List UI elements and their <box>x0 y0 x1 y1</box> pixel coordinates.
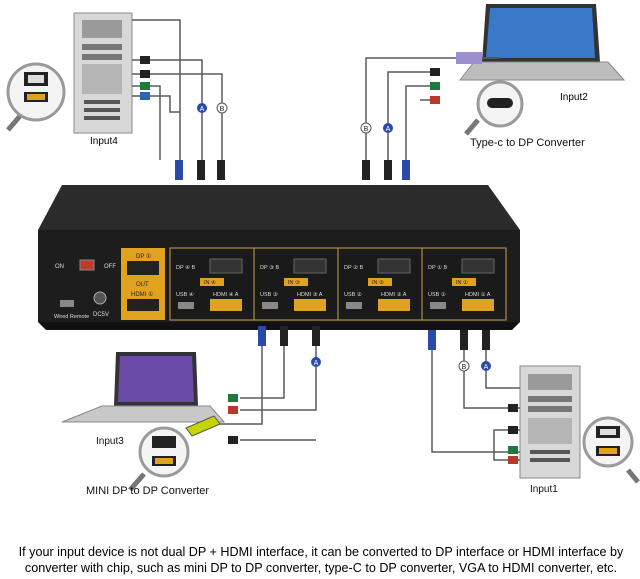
in3-label: IN ③ <box>288 279 300 286</box>
pc-tower-input4 <box>73 12 133 134</box>
out-label: OUT <box>136 282 149 288</box>
usb1-label: USB ① <box>428 291 446 298</box>
input-port-group-4: DP ④ B IN ④ USB ④ HDMI ④ A <box>169 247 255 321</box>
cable-tag-a-input1: A <box>481 361 491 371</box>
usb2-port[interactable] <box>346 302 362 309</box>
svg-text:B: B <box>364 126 369 133</box>
svg-text:A: A <box>386 126 391 133</box>
hdmi1-label: HDMI ① A <box>465 291 491 298</box>
hdmi3-port[interactable] <box>294 299 326 311</box>
wired-remote-port[interactable] <box>60 300 74 307</box>
dp-out-port[interactable] <box>127 261 159 275</box>
minidp-converter-label: MINI DP to DP Converter <box>86 485 209 497</box>
cable-tag-b-input2: B <box>360 122 372 134</box>
input-port-group-3: DP ③ B IN ③ USB ③ HDMI ③ A <box>253 247 339 321</box>
dp4-label: DP ④ B <box>176 264 196 271</box>
dp4-port[interactable] <box>209 258 243 274</box>
cable-plugs-input3 <box>228 326 320 444</box>
cables-input2 <box>365 57 456 160</box>
input1-label: Input1 <box>530 484 558 495</box>
hdmi2-port[interactable] <box>378 299 410 311</box>
cable-plugs-input4 <box>140 56 225 180</box>
svg-text:A: A <box>200 106 205 113</box>
magnifier-dp-hdmi-input4 <box>6 62 66 132</box>
usb4-port[interactable] <box>178 302 194 309</box>
typec-converter-label: Type-c to DP Converter <box>470 137 585 149</box>
usb3-port[interactable] <box>262 302 278 309</box>
usb4-label: USB ④ <box>176 291 194 298</box>
cable-plugs-input2 <box>362 68 440 180</box>
dp2-port[interactable] <box>377 258 411 274</box>
cable-plugs-input1 <box>428 330 518 464</box>
hdmi-out-port[interactable] <box>127 299 159 311</box>
dp-out-label: DP ① <box>136 253 151 260</box>
magnifier-typec-input2 <box>464 80 524 136</box>
dp1-label: DP ① B <box>428 264 448 271</box>
svg-text:B: B <box>462 364 467 371</box>
power-off-label: OFF <box>104 264 116 270</box>
in1-label: IN ① <box>456 279 468 286</box>
hdmi3-label: HDMI ③ A <box>297 291 323 298</box>
pc-tower-input1 <box>519 365 581 479</box>
cable-tag-b-input4: B <box>216 102 228 114</box>
laptop-input3 <box>61 352 226 423</box>
hdmi-out-label: HDMI ① <box>131 291 153 298</box>
typec-converter-device <box>456 52 500 64</box>
cables-input3 <box>220 340 317 441</box>
power-on-label: ON <box>55 264 64 270</box>
input-port-group-2: DP ② B IN ② USB ② HDMI ② A <box>337 247 423 321</box>
power-switch[interactable] <box>79 259 95 271</box>
caption-text: If your input device is not dual DP + HD… <box>18 545 624 575</box>
magnifier-minidp-input3 <box>128 426 190 492</box>
wired-remote-label: Wired Remote <box>54 314 89 320</box>
svg-text:A: A <box>314 360 319 367</box>
svg-text:A: A <box>484 364 489 371</box>
usb2-label: USB ② <box>344 291 362 298</box>
dp3-port[interactable] <box>293 258 327 274</box>
cable-tag-a-input4: A <box>197 103 207 113</box>
input3-label: Input3 <box>96 436 124 447</box>
in4-label: IN ④ <box>204 279 216 286</box>
dp2-label: DP ② B <box>344 264 364 271</box>
cables-input1 <box>431 340 520 461</box>
hdmi1-port[interactable] <box>462 299 494 311</box>
dc5v-port[interactable] <box>93 291 107 305</box>
in2-label: IN ② <box>372 279 384 286</box>
svg-text:B: B <box>220 106 225 113</box>
input4-label: Input4 <box>90 136 118 147</box>
dp1-port[interactable] <box>461 258 495 274</box>
hdmi4-port[interactable] <box>210 299 242 311</box>
dp3-label: DP ③ B <box>260 264 280 271</box>
magnifier-dp-hdmi-input1 <box>582 416 640 484</box>
input-port-group-1: DP ① B IN ① USB ① HDMI ① A <box>421 247 507 321</box>
hdmi2-label: HDMI ② A <box>381 291 407 298</box>
dc5v-label: DC5V <box>93 312 109 318</box>
cable-tag-b-input1: B <box>458 360 470 372</box>
cable-tag-a-input3: A <box>311 357 321 367</box>
input2-label: Input2 <box>560 92 588 103</box>
usb1-port[interactable] <box>430 302 446 309</box>
laptop-input2 <box>458 4 626 81</box>
cable-tag-a-input2: A <box>383 123 393 133</box>
hdmi4-label: HDMI ④ A <box>213 291 239 298</box>
usb3-label: USB ③ <box>260 291 278 298</box>
